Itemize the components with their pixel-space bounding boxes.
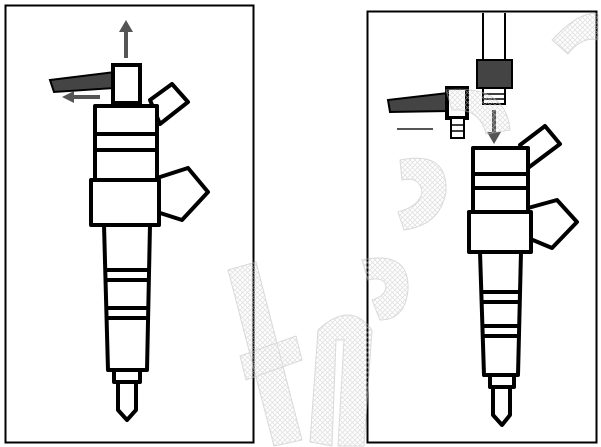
arrow-left-icon xyxy=(62,91,100,103)
right-panel xyxy=(366,10,598,444)
watermark xyxy=(227,13,599,447)
left-panel xyxy=(4,4,255,444)
arrow-up-icon xyxy=(119,20,133,58)
left-injector xyxy=(89,82,210,422)
fuel-line xyxy=(482,13,506,60)
left-connector-plug xyxy=(48,63,142,105)
right-injector xyxy=(467,124,579,427)
